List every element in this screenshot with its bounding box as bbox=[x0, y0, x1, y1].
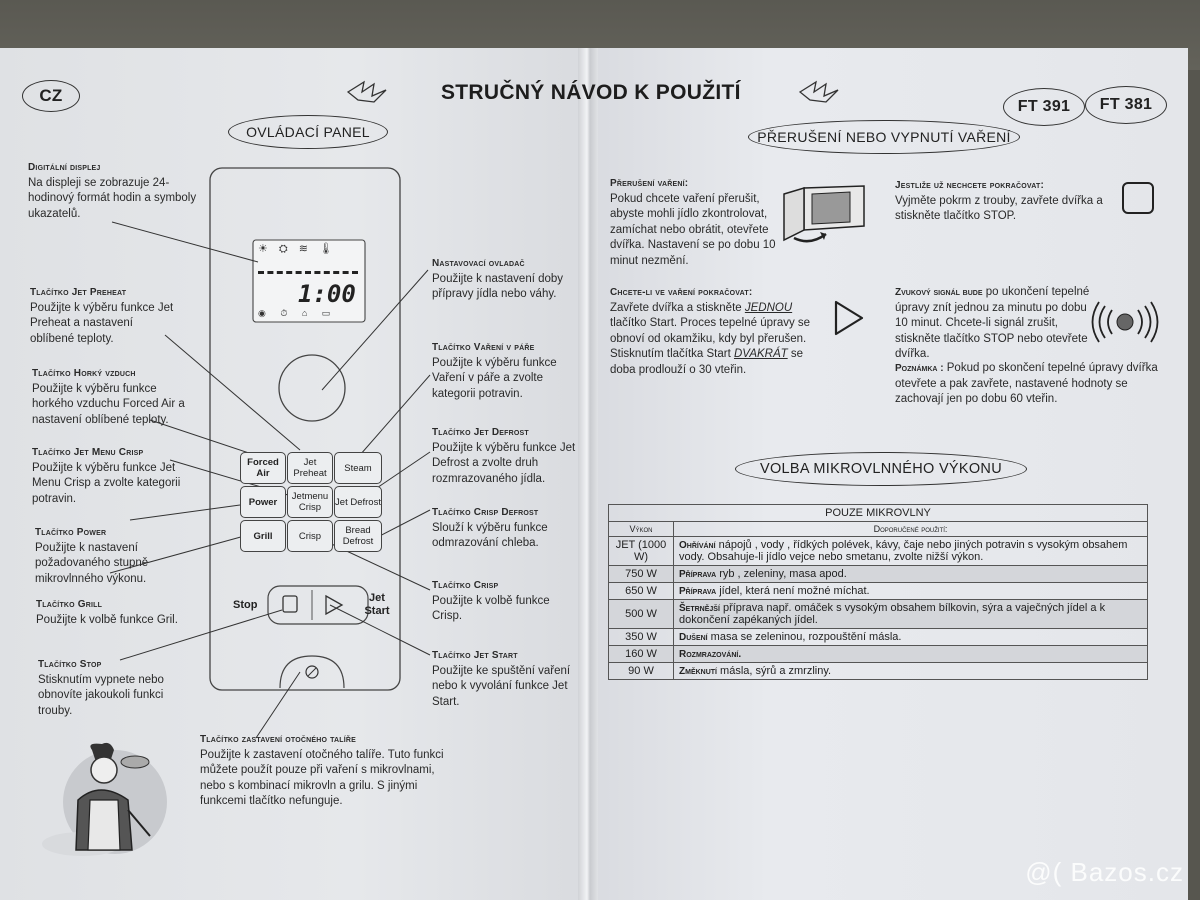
bird-icon bbox=[346, 80, 387, 103]
turntable-stop-button[interactable] bbox=[300, 660, 324, 684]
jet-defrost-button[interactable]: Jet Defrost bbox=[334, 486, 382, 518]
stop-button[interactable] bbox=[280, 592, 302, 618]
table-row: JET (1000 W)Ohřívání nápojů , vody , říd… bbox=[608, 536, 1148, 566]
table-header-power: Výkon bbox=[608, 521, 674, 537]
model-badge: FT 381 bbox=[1085, 86, 1167, 124]
resume-text: Chcete-li ve vaření pokračovat:Zavřete d… bbox=[610, 287, 811, 376]
jetmenu-crisp-button[interactable]: Jetmenu Crisp bbox=[287, 486, 333, 518]
beep-text: Zvukový signál bude po ukončení tepelné … bbox=[895, 286, 1090, 360]
watermark: @( Bazos.cz bbox=[1025, 857, 1184, 887]
table-header-use: Doporučené použití: bbox=[673, 521, 1148, 537]
language-badge: CZ bbox=[22, 80, 80, 112]
bird-icon bbox=[798, 80, 839, 103]
power-button[interactable]: Power bbox=[240, 486, 286, 518]
interrupt-text: Přerušení vaření:Pokud chcete vaření pře… bbox=[610, 178, 776, 267]
section-heading-interrupt: PŘERUŠENÍ NEBO VYPNUTÍ VAŘENÍ bbox=[748, 120, 1020, 154]
jet-start-label: Jet Start bbox=[364, 592, 390, 617]
chef-illustration bbox=[42, 742, 167, 856]
stop-icon bbox=[1122, 182, 1154, 214]
display-segment-bar bbox=[258, 271, 358, 277]
page-title: STRUČNÝ NÁVOD K POUŽITÍ bbox=[441, 81, 741, 104]
table-title: POUZE MIKROVLNY bbox=[608, 504, 1148, 522]
stop-button-label: Stop bbox=[233, 599, 258, 611]
model-badge: FT 391 bbox=[1003, 88, 1085, 126]
stop-info-text: Jestliže už nechcete pokračovat:Vyjměte … bbox=[895, 180, 1103, 222]
open-oven-icon bbox=[783, 185, 865, 243]
steam-button[interactable]: Steam bbox=[334, 452, 382, 484]
section-heading-control-panel: OVLÁDACÍ PANEL bbox=[228, 115, 388, 149]
forced-air-button[interactable]: Forced Air bbox=[240, 452, 286, 484]
display-icons: ☀ ⛭ ≋ 🌡 bbox=[258, 243, 338, 255]
section-heading-power: VOLBA MIKROVLNNÉHO VÝKONU bbox=[735, 452, 1027, 486]
display-lower-icons: ◉ ⏱ ⌂ ▭ bbox=[258, 308, 337, 318]
grill-button[interactable]: Grill bbox=[240, 520, 286, 552]
jet-start-button[interactable] bbox=[320, 592, 346, 618]
note-text: Poznámka : Pokud po skončení tepelné úpr… bbox=[895, 362, 1158, 405]
start-icon bbox=[834, 300, 864, 336]
page-fold bbox=[578, 48, 598, 900]
jet-preheat-button[interactable]: Jet Preheat bbox=[287, 452, 333, 484]
display-time: 1:00 bbox=[298, 280, 356, 308]
bread-defrost-button[interactable]: Bread Defrost bbox=[334, 520, 382, 552]
selector-dial[interactable] bbox=[279, 355, 345, 421]
sound-signal-icon bbox=[1091, 301, 1159, 343]
crisp-button[interactable]: Crisp bbox=[287, 520, 333, 552]
